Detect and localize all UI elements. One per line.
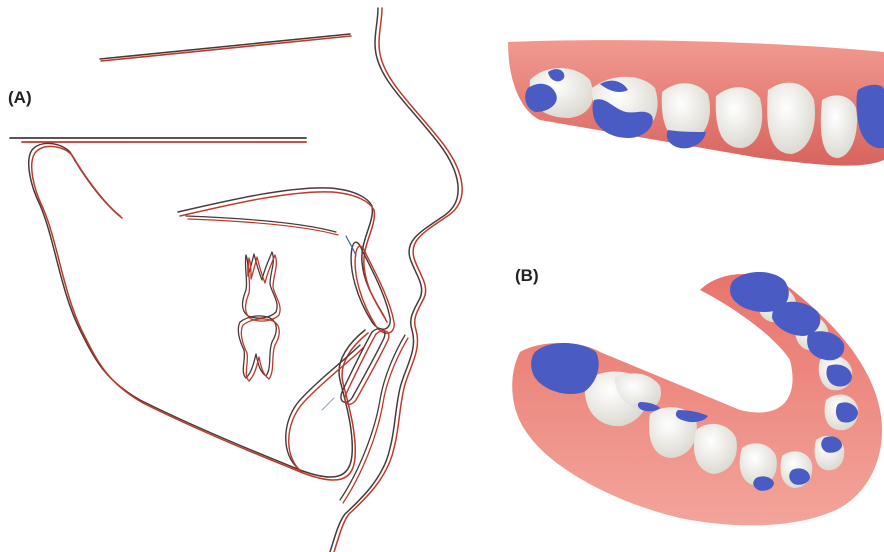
soft-tissue-profile — [330, 8, 462, 552]
sn-reference-line — [100, 34, 351, 61]
upper-arch-model — [508, 40, 884, 166]
lower-molar — [238, 316, 279, 381]
upper-molar — [243, 252, 281, 321]
cephalometric-tracing — [10, 8, 462, 552]
frankfort-horizontal-line — [10, 138, 306, 142]
lower-arch-model — [512, 272, 882, 525]
mandible-outline — [29, 143, 408, 503]
upper-incisor — [346, 236, 394, 333]
